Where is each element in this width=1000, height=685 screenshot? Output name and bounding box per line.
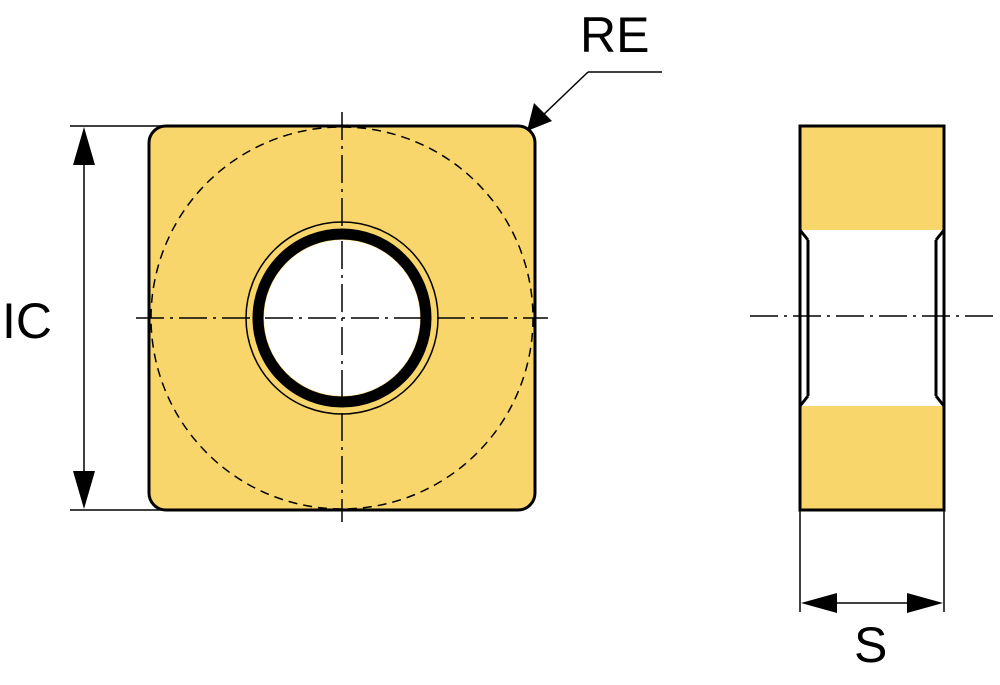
re-label: RE [580, 7, 649, 63]
side-view-bottom-section [798, 394, 946, 512]
re-leader-line [539, 71, 589, 119]
side-view-hole [800, 230, 944, 406]
insert-side-view [750, 124, 998, 512]
s-dimension: S [799, 510, 945, 673]
side-view-chamfer-bl [798, 395, 810, 407]
side-view-chamfer-tr [934, 229, 946, 241]
ic-label: IC [2, 293, 52, 349]
ic-dimension: IC [2, 125, 165, 511]
insert-top-view [136, 112, 548, 522]
re-leader-arrow [527, 103, 552, 131]
ic-arrow-bottom [73, 471, 95, 509]
s-arrow-right [907, 593, 943, 613]
ic-arrow-top [73, 127, 95, 165]
side-view-chamfer-tl [798, 229, 810, 241]
s-label: S [854, 617, 887, 673]
side-view-chamfer-br [934, 395, 946, 407]
re-leader: RE [527, 7, 662, 131]
side-view-top-section [798, 124, 946, 242]
s-arrow-left [801, 593, 837, 613]
